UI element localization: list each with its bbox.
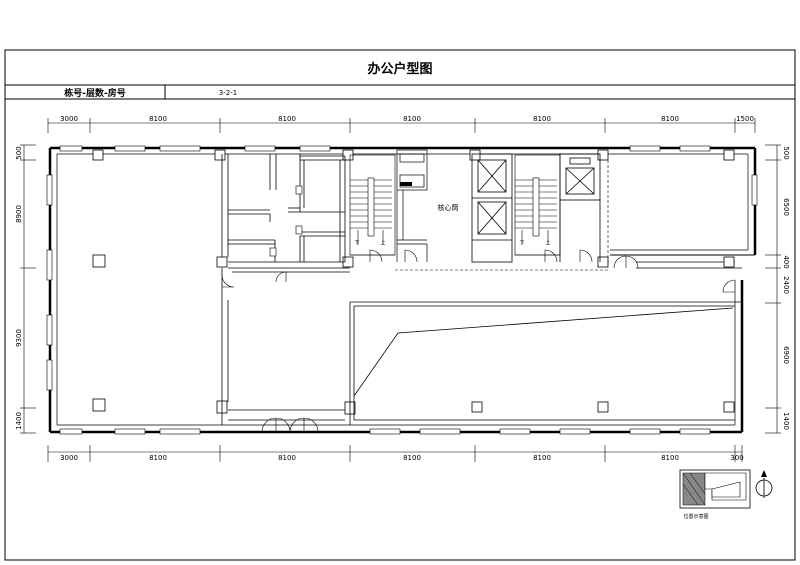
dim-top-3: 8100 xyxy=(278,115,296,123)
stair-1 xyxy=(349,154,396,256)
sheet-title: 办公户型图 xyxy=(367,61,432,77)
dim-top-2: 8100 xyxy=(149,115,167,123)
dim-right-6: 1400 xyxy=(782,412,790,430)
service-fixture-3 xyxy=(269,247,277,257)
window-marks xyxy=(46,145,758,435)
office-door-right xyxy=(613,255,639,269)
north-arrow-icon xyxy=(755,470,773,498)
service-fixture-2 xyxy=(295,225,303,235)
dim-top-4: 8100 xyxy=(403,115,421,123)
shaft-1 xyxy=(396,149,428,262)
stair-2 xyxy=(514,154,561,256)
dim-bottom-3: 8100 xyxy=(278,454,296,462)
dim-top-6: 8100 xyxy=(661,115,679,123)
bottom-dimensions xyxy=(47,445,743,462)
dim-bottom-1: 3000 xyxy=(60,454,78,462)
dim-top-7: 1500 xyxy=(736,115,754,123)
shaft-1-door xyxy=(404,249,418,263)
sheet-frame xyxy=(4,49,796,561)
left-dimensions xyxy=(20,144,36,434)
stair-2-door xyxy=(544,249,558,263)
dim-bottom-4: 8100 xyxy=(403,454,421,462)
dim-bottom-5: 8100 xyxy=(533,454,551,462)
key-plan xyxy=(679,469,751,509)
dim-top-1: 3000 xyxy=(60,115,78,123)
entry-door-bottom xyxy=(261,417,319,433)
dim-bottom-7: 300 xyxy=(730,454,743,462)
dim-bottom-6: 8100 xyxy=(661,454,679,462)
office-door-left xyxy=(221,274,235,288)
office-door-service xyxy=(275,271,287,283)
dim-right-2: 6500 xyxy=(782,198,790,216)
top-dimensions xyxy=(47,118,756,133)
dim-right-5: 6900 xyxy=(782,346,790,364)
dim-right-4: 2400 xyxy=(782,276,790,294)
service-block xyxy=(228,154,346,263)
dim-left-1: 500 xyxy=(15,146,23,159)
stair-1-up: 上 xyxy=(380,239,385,246)
core-label: 核心筒 xyxy=(438,203,459,212)
core-right-door xyxy=(579,249,593,263)
atrium-void xyxy=(353,307,734,397)
key-plan-label: 位置示意图 xyxy=(683,513,708,520)
dim-right-1: 500 xyxy=(782,146,790,159)
office-door-east xyxy=(722,279,736,293)
stair-1-door xyxy=(369,249,383,263)
stair-2-up: 上 xyxy=(545,239,550,246)
dim-bottom-2: 8100 xyxy=(149,454,167,462)
dim-left-3: 9300 xyxy=(15,329,23,347)
elevator-group-2 xyxy=(559,153,601,262)
elevator-group-1 xyxy=(471,153,513,263)
dim-right-3: 400 xyxy=(782,255,790,268)
dim-top-5: 8100 xyxy=(533,115,551,123)
service-fixture-1 xyxy=(295,185,303,195)
unit-code: 3-2-1 xyxy=(219,89,237,97)
dim-left-2: 8900 xyxy=(15,205,23,223)
sheet-label: 栋号-层数-房号 xyxy=(63,87,125,99)
stair-2-down: 下 xyxy=(519,240,524,246)
right-dimensions xyxy=(765,144,781,434)
shaft-1-fill xyxy=(400,182,412,186)
exterior-walls xyxy=(48,146,757,434)
structural-columns xyxy=(92,149,735,415)
dim-left-4: 1400 xyxy=(15,412,23,430)
interior-walls xyxy=(221,154,742,425)
stair-1-down: 下 xyxy=(354,240,359,246)
